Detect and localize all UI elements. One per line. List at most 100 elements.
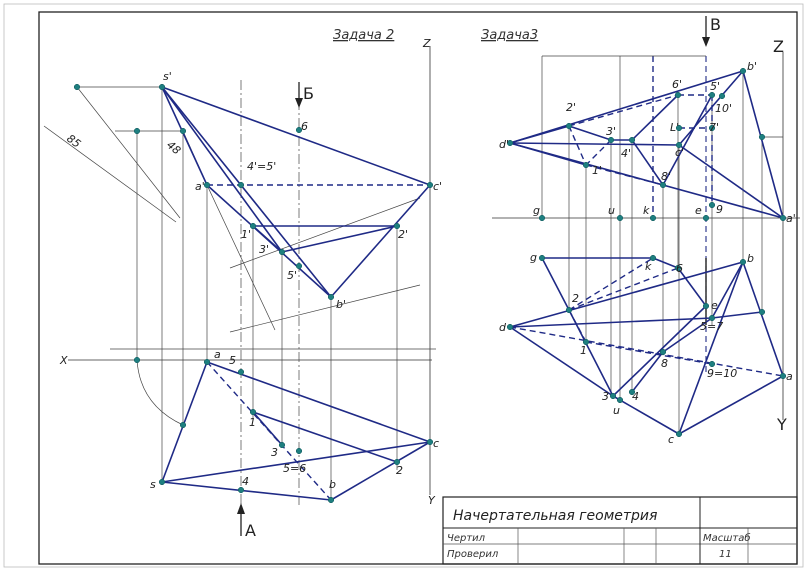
point [565, 122, 573, 130]
point [739, 67, 747, 75]
point [582, 161, 590, 169]
tb-checked: Проверил [447, 549, 499, 560]
point [609, 392, 617, 400]
label-8-top: 8 [661, 357, 668, 370]
label-5: 5 [229, 354, 236, 367]
outer-border [3, 3, 804, 568]
point [133, 127, 141, 135]
label-a: a [214, 348, 221, 361]
point [675, 141, 683, 149]
label-7p: 7' [709, 121, 719, 134]
point [779, 372, 787, 380]
point [426, 438, 434, 446]
label-g-axis: g [533, 204, 540, 217]
point [278, 441, 286, 449]
edge-c-b-front [330, 184, 431, 298]
edge-2-6-top-dashed [568, 267, 679, 311]
edge-c-a-front [678, 144, 784, 219]
edge-b-c-top [678, 261, 744, 435]
sec-3-1-dashed [585, 139, 612, 166]
point [179, 127, 187, 135]
edge-4-8-top [631, 351, 664, 393]
point [582, 338, 590, 346]
edge-d-b-top [509, 261, 744, 328]
point [249, 222, 257, 230]
view-a-label: А [245, 521, 256, 540]
tb-drew: Чертил [447, 533, 486, 544]
label-5-7-top: 5=7 [700, 320, 723, 333]
point [295, 447, 303, 455]
point [702, 302, 710, 310]
section-3-2 [281, 225, 398, 253]
task3-drawing: В Z Y [492, 15, 800, 446]
sec-2-6-dashed [568, 94, 679, 127]
edge-b-c-top [330, 441, 431, 501]
label-a-prime: a' [195, 180, 205, 193]
point [237, 368, 245, 376]
label-u-axis: u [608, 204, 615, 217]
point [295, 126, 303, 134]
constr-slant3 [206, 184, 276, 331]
task3-points [506, 67, 787, 438]
label-4-top: 4 [632, 390, 639, 403]
label-c-prime-r: c' [675, 146, 684, 159]
point [659, 181, 667, 189]
arrow-a-head [237, 503, 245, 514]
label-5-6: 5=6 [283, 462, 306, 475]
edge-s-b-top [161, 481, 332, 501]
constr-slant2 [229, 197, 421, 269]
label-lp: L' [670, 121, 679, 134]
label-9-10-top: 9=10 [707, 367, 737, 380]
dim-85: 85 [64, 132, 83, 151]
view-v-label: В [710, 15, 721, 34]
point [203, 358, 211, 366]
edge-d-a-top-dashed [509, 326, 784, 377]
task3-title: Задача3 [481, 28, 538, 43]
section-top-1-3 [252, 411, 283, 446]
point [278, 248, 286, 256]
task2-title: Задача 2 [333, 28, 394, 43]
label-4p-r: 4' [621, 147, 631, 160]
label-6p: 6' [672, 78, 682, 91]
tb-scale-label: Масштаб [703, 532, 751, 544]
label-b-prime: b' [336, 298, 346, 311]
point [708, 201, 716, 209]
edge-57-b-top [711, 261, 744, 319]
sec-4-6 [631, 94, 679, 141]
point [607, 136, 615, 144]
label-1: 1 [249, 416, 256, 429]
point [702, 214, 710, 222]
label-e-axis: e [695, 204, 702, 217]
label-8p: 8' [661, 170, 671, 183]
label-a-prime-r: a' [786, 212, 796, 225]
edge-s-b-front2 [161, 86, 283, 253]
label-g-top: g [530, 251, 537, 264]
axis-z-left-label: Z [422, 37, 431, 50]
edge-s-c-front [161, 86, 431, 186]
section-top-1-2 [252, 411, 398, 463]
point [758, 308, 766, 316]
edge-2-k-top-dashed [568, 257, 654, 311]
point [203, 181, 211, 189]
point [327, 293, 335, 301]
point [649, 214, 657, 222]
point [327, 496, 335, 504]
label-d-prime: d' [499, 138, 509, 151]
label-4p-5p: 4'=5' [247, 160, 276, 173]
edge-b-a-top [742, 261, 784, 377]
point [674, 264, 682, 272]
point [616, 214, 624, 222]
view-b-label: Б [303, 84, 314, 103]
edge-57-r-top [711, 311, 763, 319]
label-1-top: 1 [580, 344, 587, 357]
sec-d-1 [509, 142, 587, 166]
point [393, 222, 401, 230]
point [675, 430, 683, 438]
point [237, 486, 245, 494]
point [393, 458, 401, 466]
label-2: 2 [396, 464, 403, 477]
constr-slant1 [229, 284, 421, 333]
point [506, 139, 514, 147]
